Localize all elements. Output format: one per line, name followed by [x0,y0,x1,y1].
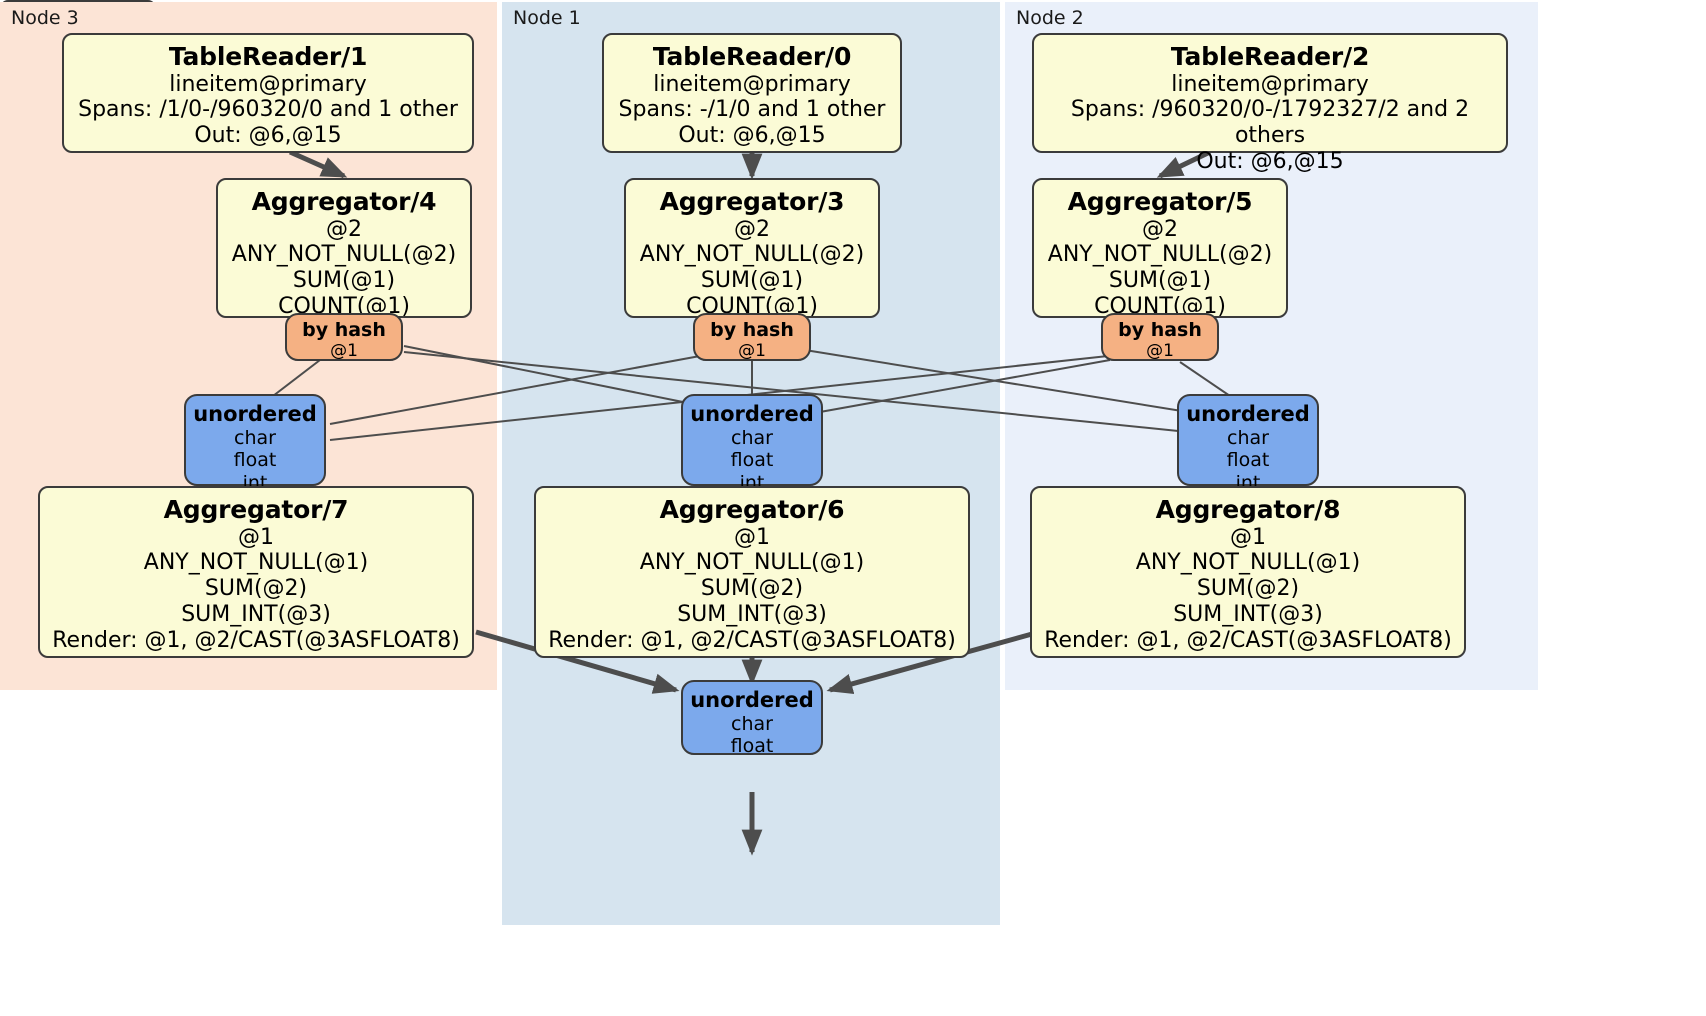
processor-render: Render: @1, @2/CAST(@3ASFLOAT8) [548,628,956,654]
receiver-unordered-node2[interactable]: unordered char float int [1177,394,1319,494]
aggregator-8[interactable]: Aggregator/8 @1 ANY_NOT_NULL(@1) SUM(@2)… [1030,486,1466,658]
node-panel-label: Node 3 [11,7,79,29]
receiver-type-2: float [730,735,774,758]
processor-group: @1 [734,524,770,550]
router-title: by hash [1118,319,1202,341]
processor-agg-2: SUM(@1) [1108,268,1212,294]
router-by-hash-node1[interactable]: by hash @1 [693,313,811,361]
router-title: by hash [710,319,794,341]
processor-out: Out: @6,@15 [194,123,342,149]
processor-table: lineitem@primary [169,71,367,97]
router-title: by hash [302,319,386,341]
processor-title: Aggregator/8 [1155,495,1341,524]
processor-agg-3: SUM_INT(@3) [677,602,827,628]
receiver-type-1: char [1227,426,1269,449]
receiver-title: unordered [1186,402,1310,426]
receiver-type-2: float [233,449,277,472]
processor-out: Out: @6,@15 [678,123,826,149]
processor-group: @2 [326,216,362,242]
processor-agg-2: SUM(@2) [204,576,308,602]
processor-title: Aggregator/7 [163,495,349,524]
node-panel-label: Node 1 [513,7,581,29]
processor-agg-2: SUM(@1) [700,268,804,294]
receiver-title: unordered [690,688,814,712]
processor-title: Aggregator/4 [251,187,437,216]
receiver-title: unordered [690,402,814,426]
processor-agg-1: ANY_NOT_NULL(@2) [1047,242,1273,268]
table-reader-0[interactable]: TableReader/0 lineitem@primary Spans: -/… [602,33,902,153]
receiver-type-1: char [234,426,276,449]
processor-agg-2: SUM(@2) [1196,576,1300,602]
processor-agg-3: SUM_INT(@3) [1173,602,1323,628]
receiver-type-2: float [730,449,774,472]
receiver-type-1: char [731,712,773,735]
processor-title: TableReader/0 [652,42,852,71]
processor-agg-1: ANY_NOT_NULL(@1) [639,550,865,576]
processor-out: Out: @6,@15 [1196,149,1344,175]
aggregator-4[interactable]: Aggregator/4 @2 ANY_NOT_NULL(@2) SUM(@1)… [216,178,472,319]
processor-agg-3: SUM_INT(@3) [181,602,331,628]
router-column: @1 [738,341,766,362]
processor-title: Aggregator/6 [659,495,845,524]
processor-agg-2: SUM(@1) [292,268,396,294]
node-panel-label: Node 2 [1016,7,1084,29]
aggregator-3[interactable]: Aggregator/3 @2 ANY_NOT_NULL(@2) SUM(@1)… [624,178,880,319]
processor-spans: Spans: -/1/0 and 1 other [618,97,886,123]
processor-spans: Spans: /1/0-/960320/0 and 1 other [78,97,458,123]
receiver-unordered-node1[interactable]: unordered char float int [681,394,823,494]
processor-group: @2 [1142,216,1178,242]
processor-group: @1 [238,524,274,550]
aggregator-6[interactable]: Aggregator/6 @1 ANY_NOT_NULL(@1) SUM(@2)… [534,486,970,658]
router-column: @1 [1146,341,1174,362]
processor-agg-1: ANY_NOT_NULL(@1) [143,550,369,576]
router-by-hash-node3[interactable]: by hash @1 [285,313,403,361]
table-reader-2[interactable]: TableReader/2 lineitem@primary Spans: /9… [1032,33,1508,174]
receiver-unordered-node3[interactable]: unordered char float int [184,394,326,494]
processor-title: Aggregator/5 [1067,187,1253,216]
router-column: @1 [330,341,358,362]
processor-agg-1: ANY_NOT_NULL(@1) [1135,550,1361,576]
processor-agg-1: ANY_NOT_NULL(@2) [639,242,865,268]
processor-render: Render: @1, @2/CAST(@3ASFLOAT8) [1044,628,1452,654]
processor-title: Aggregator/3 [659,187,845,216]
processor-table: lineitem@primary [1171,71,1369,97]
aggregator-5[interactable]: Aggregator/5 @2 ANY_NOT_NULL(@2) SUM(@1)… [1032,178,1288,319]
processor-table: lineitem@primary [653,71,851,97]
receiver-unordered-final[interactable]: unordered char float [681,680,823,758]
receiver-title: unordered [193,402,317,426]
aggregator-7[interactable]: Aggregator/7 @1 ANY_NOT_NULL(@1) SUM(@2)… [38,486,474,658]
processor-group: @2 [734,216,770,242]
receiver-type-1: char [731,426,773,449]
processor-group: @1 [1230,524,1266,550]
processor-spans: Spans: /960320/0-/1792327/2 and 2 others [1070,97,1470,149]
processor-title: TableReader/1 [168,42,368,71]
table-reader-1[interactable]: TableReader/1 lineitem@primary Spans: /1… [62,33,474,153]
processor-agg-2: SUM(@2) [700,576,804,602]
processor-title: TableReader/2 [1170,42,1370,71]
processor-agg-1: ANY_NOT_NULL(@2) [231,242,457,268]
processor-render: Render: @1, @2/CAST(@3ASFLOAT8) [52,628,460,654]
receiver-type-2: float [1226,449,1270,472]
router-by-hash-node2[interactable]: by hash @1 [1101,313,1219,361]
